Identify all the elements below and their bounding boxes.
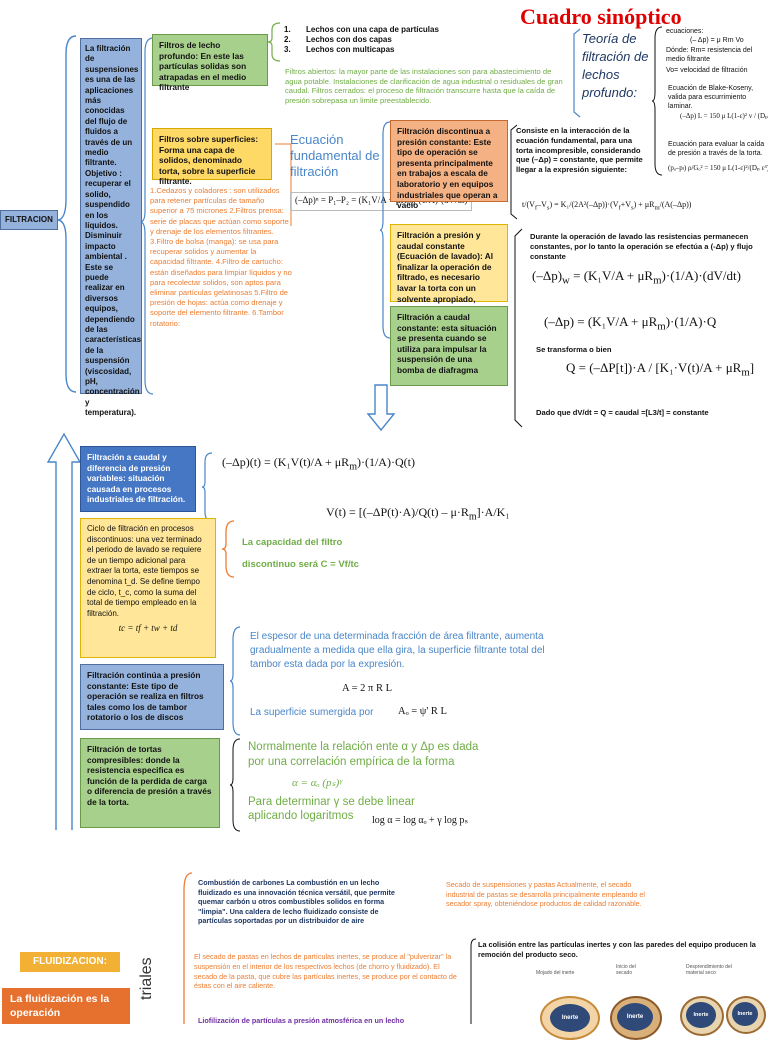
fluidization-tag: FLUIDIZACION:: [20, 952, 120, 972]
discontinuous-desc: Consiste en la interacción de la ecuació…: [516, 126, 643, 175]
constflow-box: Filtración a caudal constante: esta situ…: [390, 306, 508, 386]
deep-bed-item: Lechos con dos capas: [306, 35, 392, 44]
fluidization-intro: La fluidización es la operación: [2, 988, 130, 1024]
caida-formula: (pₐ–pₗ) ρ/Gₒ² = 150 μ L(1-ε)²/(Dₚ ε³): [668, 164, 768, 172]
wash-box: Filtración a presión y caudal constante …: [390, 224, 508, 304]
vertical-label: triales: [138, 957, 155, 1000]
theory-brace-right: [651, 26, 663, 176]
inert-core: Inerte: [550, 1004, 590, 1032]
down-arrow-icon: [366, 384, 396, 432]
deep-bed-item: Lechos con multicapas: [306, 45, 395, 54]
theory-caida: Ecuación para evaluar la caída de presió…: [668, 141, 765, 157]
liofil-text: Liofilización de partículas a presión at…: [198, 1016, 405, 1025]
page-title: Cuadro sinóptico: [520, 4, 682, 29]
compressible-formula: α = αₒ (pₛ)ᵞ: [292, 777, 342, 789]
filtracion-tag: FILTRACION: [0, 210, 58, 230]
constflow-formula: (–Δp) = (K₁V/A + μRm)·(1/A)·Q: [544, 314, 717, 333]
variable-formula-2: V(t) = [(–ΔP(t)·A)/Q(t) – μ·Rm]·A/K₁: [326, 505, 510, 523]
inert-particle-3: Inerte: [680, 996, 724, 1036]
blake-formula: (–Δp) L = 150 μ L(1-ε)² v / (Dₚ² ε³): [680, 112, 768, 120]
filtracion-intro: La filtración de suspensiones es una de …: [80, 38, 142, 417]
deep-bed-item: Lechos con una capa de partículas: [306, 25, 439, 34]
inert-label-2: Inicio del secado: [616, 964, 636, 976]
inert-particle-1: Inerte: [540, 996, 600, 1040]
variable-formula-1: (–Δp)(t) = (K₁V(t)/A + μRm)·(1/A)·Q(t): [222, 455, 415, 473]
surface-box: Filtros sobre superficies: Forma una cap…: [152, 128, 272, 186]
wash-desc: Durante la operación de lavado las resis…: [530, 232, 753, 261]
open-closed-filters: Filtros abiertos: la mayor parte de las …: [285, 67, 563, 105]
theory-donde: Dónde: Rm= resistencia del medio filtran…: [666, 47, 753, 63]
cycle-brace: [221, 520, 235, 578]
fundamental-label: Ecuación fundamental de filtración: [290, 132, 380, 179]
inert-core: Inerte: [686, 1002, 716, 1028]
compressible-line2: Para determinar γ se debe linear aplican…: [248, 796, 415, 822]
secado-susp-text: Secado de suspensiones y pastas Actualme…: [446, 880, 645, 909]
fundamental-brace: [379, 121, 391, 339]
surface-connector: [275, 143, 292, 226]
continuous-submerged-formula: Aₒ = ψ' R L: [398, 706, 447, 717]
cycle-text: Ciclo de filtración en procesos disconti…: [87, 524, 202, 618]
constflow-transform: Se transforma o bien: [536, 345, 612, 354]
discontinuous-formula: t/(Vf–Vs) = K₁/(2A²(–Δp))·(Vf+Vs) + μRm/…: [522, 200, 692, 212]
inert-label-1: Mojado del inerte: [536, 970, 575, 976]
constflow-formula-2: Q = (–ΔP[t])·A / [K₁·V(t)/A + μRm]: [566, 360, 755, 379]
theory-eq1: (– Δp) = μ Rm Vo: [690, 37, 744, 44]
cycle-box: Ciclo de filtración en procesos disconti…: [80, 518, 216, 658]
surface-list: 1.Cedazos y coladores : son utilizados p…: [150, 186, 292, 328]
deep-bed-brace: [267, 22, 281, 62]
continuous-box: Filtración continúa a presión constante:…: [80, 664, 224, 730]
compressible-box: Filtración de tortas compresibles: donde…: [80, 738, 220, 828]
cycle-formula: tc = tf + tw + td: [118, 623, 178, 634]
constflow-dado: Dado que dV/dt = Q = caudal =[L3/t] = co…: [536, 408, 709, 417]
inert-label-3: Desprendimiento del material seco: [686, 964, 732, 976]
continuous-desc: El espesor de una determinada fracción d…: [250, 631, 545, 670]
colision-text: La colisión entre las partículas inertes…: [478, 940, 756, 959]
variable-box: Filtración a caudal y diferencia de pres…: [80, 446, 196, 512]
wash-formula: (–Δp)w = (K₁V/A + μRm)·(1/A)·(dV/dt): [532, 268, 741, 287]
filtracion-brace: [57, 35, 77, 393]
inert-particle-4: Inerte: [726, 996, 766, 1034]
discontinuous-box: Filtración discontinua a presión constan…: [390, 120, 508, 210]
secado-pastas-text: El secado de pastas en lechos de partícu…: [194, 952, 457, 991]
theory-blake: Ecuación de Blake-Koseny, valida para es…: [668, 85, 754, 110]
variable-brace: [201, 452, 213, 522]
fluidization-brace: [183, 872, 193, 1024]
inert-core: Inerte: [617, 1003, 653, 1031]
inert-core: Inerte: [732, 1002, 758, 1026]
compressible-log: log α = log αₒ + γ log pₛ: [372, 815, 469, 826]
compressible-line1: Normalmente la relación ente α y Δp es d…: [248, 741, 479, 768]
theory-ecuaciones: ecuaciones:: [666, 28, 704, 35]
combustion-text: Combustión de carbones La combustión en …: [198, 878, 395, 926]
wash-brace: [514, 228, 523, 428]
deep-bed-box: Filtros de lecho profundo: En este las p…: [152, 34, 268, 92]
theory-label: Teoría de filtración de lechos profundo:: [582, 31, 649, 100]
theory-vo: Vo= velocidad de filtración: [666, 67, 748, 74]
continuous-area: A = 2 π R L: [342, 683, 393, 694]
deep-bed-list: 1.Lechos con una capa de partículas 2.Le…: [284, 25, 439, 54]
theory-brace: [573, 28, 581, 118]
up-arrow-icon: [46, 432, 82, 830]
cycle-capacity: La capacidad del filtro discontinuo será…: [242, 537, 359, 570]
inert-particle-2: Inerte: [610, 996, 662, 1040]
continuous-submerged: La superficie sumergida por: [250, 707, 374, 718]
compressible-brace: [229, 738, 241, 832]
discontinuous-brace: [510, 124, 518, 220]
colision-brace: [470, 938, 477, 1024]
mid-brace: [140, 37, 154, 395]
continuous-brace: [229, 626, 241, 736]
